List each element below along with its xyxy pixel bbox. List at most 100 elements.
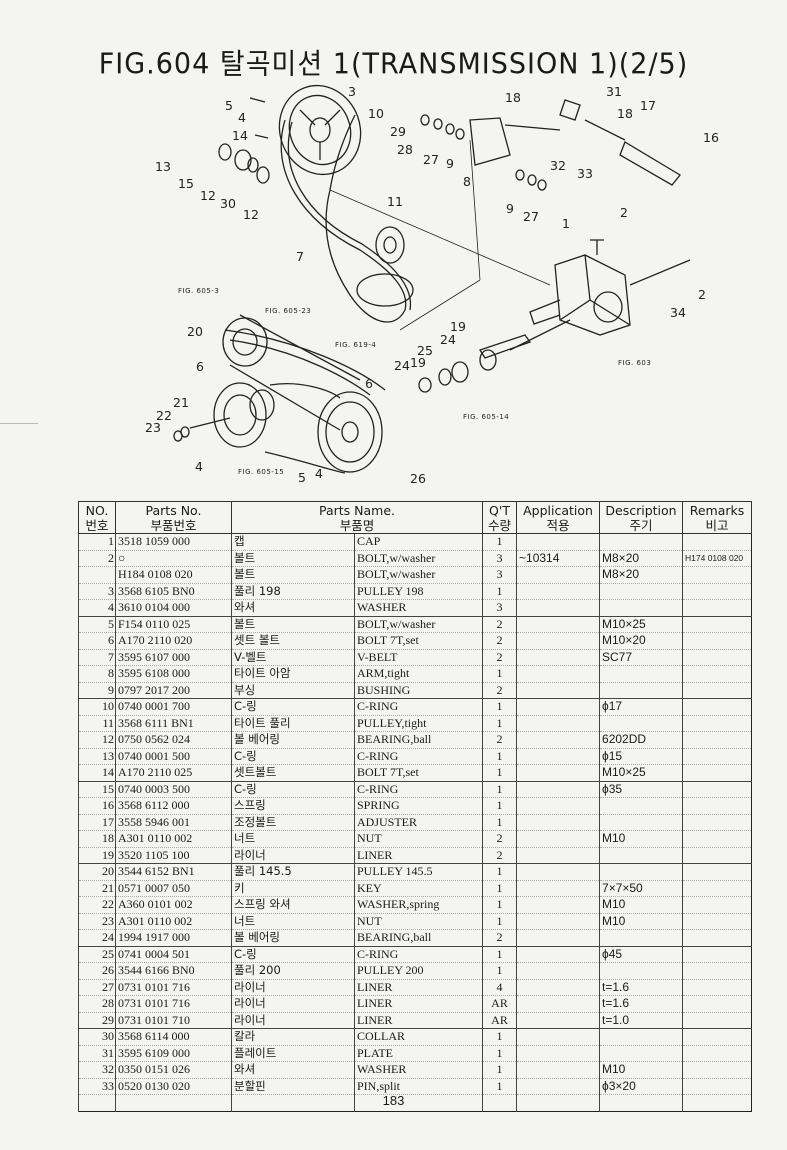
row-part-number: H184 0108 020 [115,566,232,584]
row-name-korean: 풀리 145.5 [231,863,355,881]
empty-cell [353,1094,483,1112]
row-no: 26 [78,962,116,980]
svg-text:24: 24 [394,358,410,373]
row-quantity: 1 [482,1028,517,1046]
header-parts-name: Parts Name.부품명 [230,501,484,534]
row-name-english: PULLEY 198 [353,583,483,600]
row-remarks [682,1012,752,1029]
row-name-english: ADJUSTER [353,814,483,831]
row-no: 31 [78,1045,116,1062]
row-quantity: 1 [482,583,517,600]
row-name-english: C-RING [353,946,483,963]
svg-text:FIG. 619-4: FIG. 619-4 [335,341,376,349]
row-name-korean: 볼트 [231,566,355,584]
row-description [599,583,683,600]
gearbox-drawing [529,239,691,336]
row-name-korean: 너트 [231,913,355,930]
row-application [516,946,600,963]
row-application [516,847,600,864]
row-application [516,748,600,765]
svg-text:27: 27 [523,209,539,224]
row-description [599,1028,683,1046]
row-name-korean: 키 [231,880,355,897]
row-name-korean: 셋트 볼트 [231,632,355,650]
row-quantity: 3 [482,599,517,617]
svg-text:26: 26 [410,471,426,486]
svg-text:8: 8 [463,174,471,189]
row-remarks [682,830,752,848]
row-remarks [682,715,752,732]
row-name-korean: 스프링 [231,797,355,815]
row-remarks [682,599,752,617]
tight-arm-drawing [469,117,511,166]
svg-text:34: 34 [670,305,686,320]
row-description: M10 [599,830,683,848]
row-part-number: 3568 6114 000 [115,1028,232,1046]
row-name-korean: 칼라 [231,1028,355,1046]
row-remarks [682,649,752,666]
row-no: 16 [78,797,116,815]
row-quantity: 2 [482,649,517,666]
row-quantity: 2 [482,682,517,699]
row-application [516,764,600,782]
row-name-korean: C-링 [231,698,355,716]
row-name-korean: 조정볼트 [231,814,355,831]
row-name-korean: V-벨트 [231,649,355,666]
row-remarks [682,979,752,996]
row-description [599,682,683,699]
row-name-korean: 라이너 [231,979,355,996]
row-no: 5 [78,616,116,633]
row-application [516,1012,600,1029]
row-name-english: SPRING [353,797,483,815]
row-remarks [682,764,752,782]
row-part-number: A170 2110 020 [115,632,232,650]
row-name-english: BOLT,w/washer [353,550,483,567]
row-name-english: BOLT 7T,set [353,764,483,782]
page-title: FIG.604 탈곡미션 1(TRANSMISSION 1)(2/5) [98,48,689,81]
row-description [599,814,683,831]
row-remarks [682,632,752,650]
svg-text:3: 3 [348,84,356,99]
pulley-200-drawing [317,391,383,473]
row-name-english: C-RING [353,781,483,798]
row-no: 15 [78,781,116,798]
row-part-number: 3544 6166 BN0 [115,962,232,980]
row-application [516,1045,600,1062]
row-no: 8 [78,665,116,683]
svg-text:33: 33 [577,166,593,181]
row-application: ~10314 [516,550,600,567]
row-no: 2 [78,550,116,567]
row-no: 30 [78,1028,116,1046]
row-description: 7×7×50 [599,880,683,897]
row-application [516,632,600,650]
row-remarks [682,847,752,864]
row-application [516,665,600,683]
row-remarks [682,748,752,765]
row-quantity: 1 [482,1061,517,1079]
row-part-number: 0731 0101 716 [115,995,232,1013]
row-application [516,995,600,1013]
row-description [599,929,683,947]
row-part-number: ○ [115,550,232,567]
row-name-korean: 셋트볼트 [231,764,355,782]
row-name-english: C-RING [353,748,483,765]
row-name-english: LINER [353,847,483,864]
row-description: M10×25 [599,616,683,633]
row-name-english: PULLEY 200 [353,962,483,980]
row-remarks [682,896,752,914]
svg-text:5: 5 [298,470,306,485]
svg-text:11: 11 [387,194,403,209]
row-application [516,715,600,732]
row-no: 4 [78,599,116,617]
row-quantity: 1 [482,781,517,798]
row-part-number: 0731 0101 716 [115,979,232,996]
pulley-198-drawing [278,84,362,176]
exploded-parts-diagram: 5 4 3 10 14 29 28 27 9 8 18 31 17 18 16 … [145,84,719,486]
